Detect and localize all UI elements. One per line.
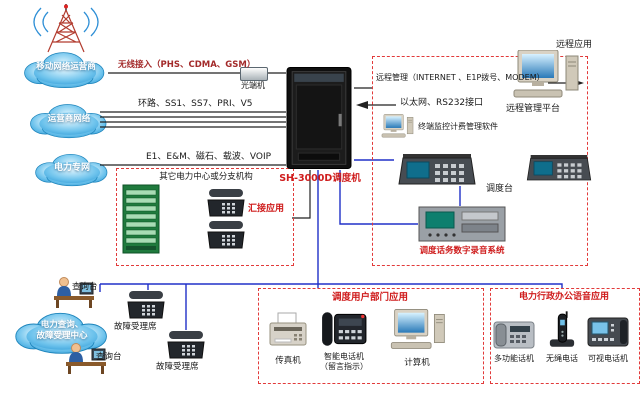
wireless-gateway-device-icon bbox=[240, 67, 268, 81]
fault-seat-label: 故障受理席 bbox=[114, 322, 157, 332]
switch-label: SH-3000D调度机 bbox=[279, 173, 361, 184]
dept-computer-label: 计算机 bbox=[404, 358, 430, 368]
fax-label: 传真机 bbox=[275, 356, 301, 366]
branch-pbx-icon bbox=[122, 184, 160, 254]
remote-application-label: 远程应用 bbox=[556, 40, 593, 50]
remote-platform-label: 远程管理平台 bbox=[506, 104, 561, 114]
smart-phone-icon bbox=[321, 311, 367, 347]
branch-center-box bbox=[116, 168, 294, 266]
interface-label: 以太网、RS232接口 bbox=[400, 98, 484, 108]
trunk-links-label: 环路、SS1、SS7、PRI、V5 bbox=[138, 99, 253, 109]
monitoring-software-label: 终端监控计费管理软件 bbox=[418, 122, 498, 131]
cloud-mobile-operator-label: 移动网络运营商 bbox=[36, 62, 96, 72]
wireless-access-label: 无线接入（PHS、CDMA、GSM） bbox=[118, 60, 256, 70]
cordless-phone-label: 无绳电话 bbox=[546, 354, 578, 363]
video-phone-label: 可视电话机 bbox=[588, 354, 628, 363]
cloud-inquiry-center-label: 故障受理中心 bbox=[36, 331, 88, 341]
recording-system-rack-icon bbox=[418, 206, 506, 242]
branch-phone-icon bbox=[207, 220, 245, 249]
fault-seat-phone-icon bbox=[167, 330, 205, 359]
dept-box-title: 调度用户部门应用 bbox=[331, 292, 408, 303]
dept-computer-icon bbox=[390, 309, 445, 349]
branch-box-title: 其它电力中心或分支机构 bbox=[159, 172, 253, 182]
inquiry-desk-label: 查询台 bbox=[72, 282, 98, 292]
dispatch-console-label: 调度台 bbox=[486, 184, 514, 194]
dispatch-console-icon bbox=[526, 154, 592, 181]
cloud-carrier-network-label: 运营商网络 bbox=[47, 114, 91, 124]
multifunction-phone-label: 多功能话机 bbox=[494, 354, 534, 363]
dispatch-switch-cabinet-icon bbox=[286, 66, 352, 170]
video-phone-icon bbox=[587, 317, 629, 347]
branch-phone-icon bbox=[207, 188, 245, 217]
wireless-device-label: 光端机 bbox=[241, 81, 265, 90]
multifunction-phone-icon bbox=[493, 321, 535, 349]
monitoring-software-pc-icon bbox=[381, 114, 414, 138]
smart-phone-sublabel: （留言指示） bbox=[320, 362, 368, 371]
tandem-application-label: 汇接应用 bbox=[248, 204, 285, 214]
remote-management-label: 远程管理（INTERNET 、E1P拨号、MODEM） bbox=[376, 73, 545, 82]
fault-seat-label: 故障受理席 bbox=[156, 362, 199, 372]
dept-application-box bbox=[258, 288, 484, 384]
power-links-label: E1、E&M、磁石、载波、VOIP bbox=[146, 152, 272, 162]
fault-seat-phone-icon bbox=[127, 290, 165, 319]
smart-phone-label: 智能电话机 bbox=[324, 352, 364, 361]
admin-box-title: 电力行政办公语音应用 bbox=[518, 292, 609, 302]
inquiry-desk-label: 查询台 bbox=[96, 352, 122, 362]
recording-system-label: 调度话务数字录音系统 bbox=[419, 246, 505, 256]
cordless-phone-icon bbox=[549, 310, 575, 348]
fax-machine-icon bbox=[269, 312, 307, 346]
cloud-power-network-label: 电力专网 bbox=[53, 163, 90, 173]
cloud-inquiry-center-label: 电力查询、 bbox=[40, 320, 84, 330]
dispatch-console-icon bbox=[398, 153, 476, 185]
